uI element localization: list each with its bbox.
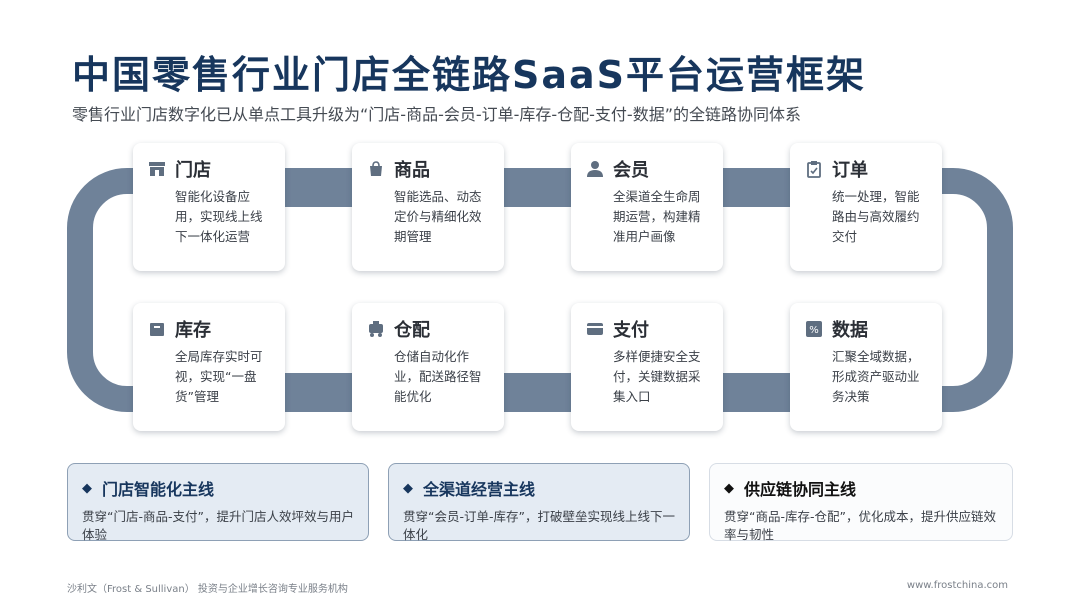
box-icon [147,319,167,339]
flow-connector [500,373,580,399]
flow-connector [280,373,360,399]
card-icon [585,319,605,339]
node-card-member: 会员 全渠道全生命周期运营，构建精准用户画像 [571,143,723,271]
flow-connector [500,181,580,207]
node-card-store: 门店 智能化设备应用，实现线上线下一体化运营 [133,143,285,271]
node-card-payment: 支付 多样便捷安全支付，关键数据采集入口 [571,303,723,431]
node-description: 智能化设备应用，实现线上线下一体化运营 [175,189,263,244]
diamond-icon: ◆ [403,480,413,496]
node-description: 智能选品、动态定价与精细化效期管理 [394,189,482,244]
node-description: 全渠道全生命周期运营，构建精准用户画像 [613,189,701,244]
node-description: 全局库存实时可视，实现“一盘货”管理 [175,349,263,404]
diamond-icon: ◆ [82,480,92,496]
footer-source: 沙利文（Frost & Sullivan） 投资与企业增长咨询专业服务机构 [67,584,348,595]
node-title: 会员 [613,160,649,181]
main-line-box: ◆ 全渠道经营主线 贯穿“会员-订单-库存”，打破壁垒实现线上线下一体化 [388,463,690,542]
main-line-box: ◆ 供应链协同主线 贯穿“商品-库存-仓配”，优化成本，提升供应链效率与韧性 [709,463,1013,542]
svg-text:%: % [809,325,819,336]
diamond-icon: ◆ [724,480,734,496]
node-description: 多样便捷安全支付，关键数据采集入口 [613,349,701,404]
percent-icon: % [804,319,824,339]
node-description: 仓储自动化作业，配送路径智能优化 [394,349,482,404]
flow-connector [280,181,360,207]
clipboard-icon [804,159,824,179]
main-line-description: 贯穿“门店-商品-支付”，提升门店人效坪效与用户体验 [82,509,354,542]
flow-connector [718,373,798,399]
node-card-order: 订单 统一处理，智能路由与高效履约交付 [790,143,942,271]
node-title: 支付 [613,320,649,341]
bag-icon [366,159,386,179]
main-line-box: ◆ 门店智能化主线 贯穿“门店-商品-支付”，提升门店人效坪效与用户体验 [67,463,369,542]
footer-website: www.frostchina.com [906,580,1008,591]
cart-icon [366,319,386,339]
node-description: 汇聚全域数据，形成资产驱动业务决策 [832,349,920,404]
node-title: 仓配 [394,320,430,341]
page-subtitle: 零售行业门店数字化已从单点工具升级为“门店-商品-会员-订单-库存-仓配-支付-… [72,105,801,124]
page-title: 中国零售行业门店全链路SaaS平台运营框架 [72,53,867,97]
node-title: 库存 [175,320,211,341]
node-card-logistics: 仓配 仓储自动化作业，配送路径智能优化 [352,303,504,431]
main-line-title: 门店智能化主线 [102,480,215,499]
main-line-title: 全渠道经营主线 [423,480,536,499]
node-card-inventory: 库存 全局库存实时可视，实现“一盘货”管理 [133,303,285,431]
user-icon [585,159,605,179]
node-title: 订单 [832,160,868,181]
node-title: 门店 [175,160,211,181]
main-line-description: 贯穿“商品-库存-仓配”，优化成本，提升供应链效率与韧性 [724,509,996,542]
node-title: 数据 [832,320,868,341]
node-title: 商品 [394,160,430,181]
node-card-data: % 数据 汇聚全域数据，形成资产驱动业务决策 [790,303,942,431]
flow-connector [718,181,798,207]
main-line-description: 贯穿“会员-订单-库存”，打破壁垒实现线上线下一体化 [403,509,675,542]
main-line-title: 供应链协同主线 [744,480,857,499]
store-icon [147,159,167,179]
node-description: 统一处理，智能路由与高效履约交付 [832,189,920,244]
node-card-product: 商品 智能选品、动态定价与精细化效期管理 [352,143,504,271]
